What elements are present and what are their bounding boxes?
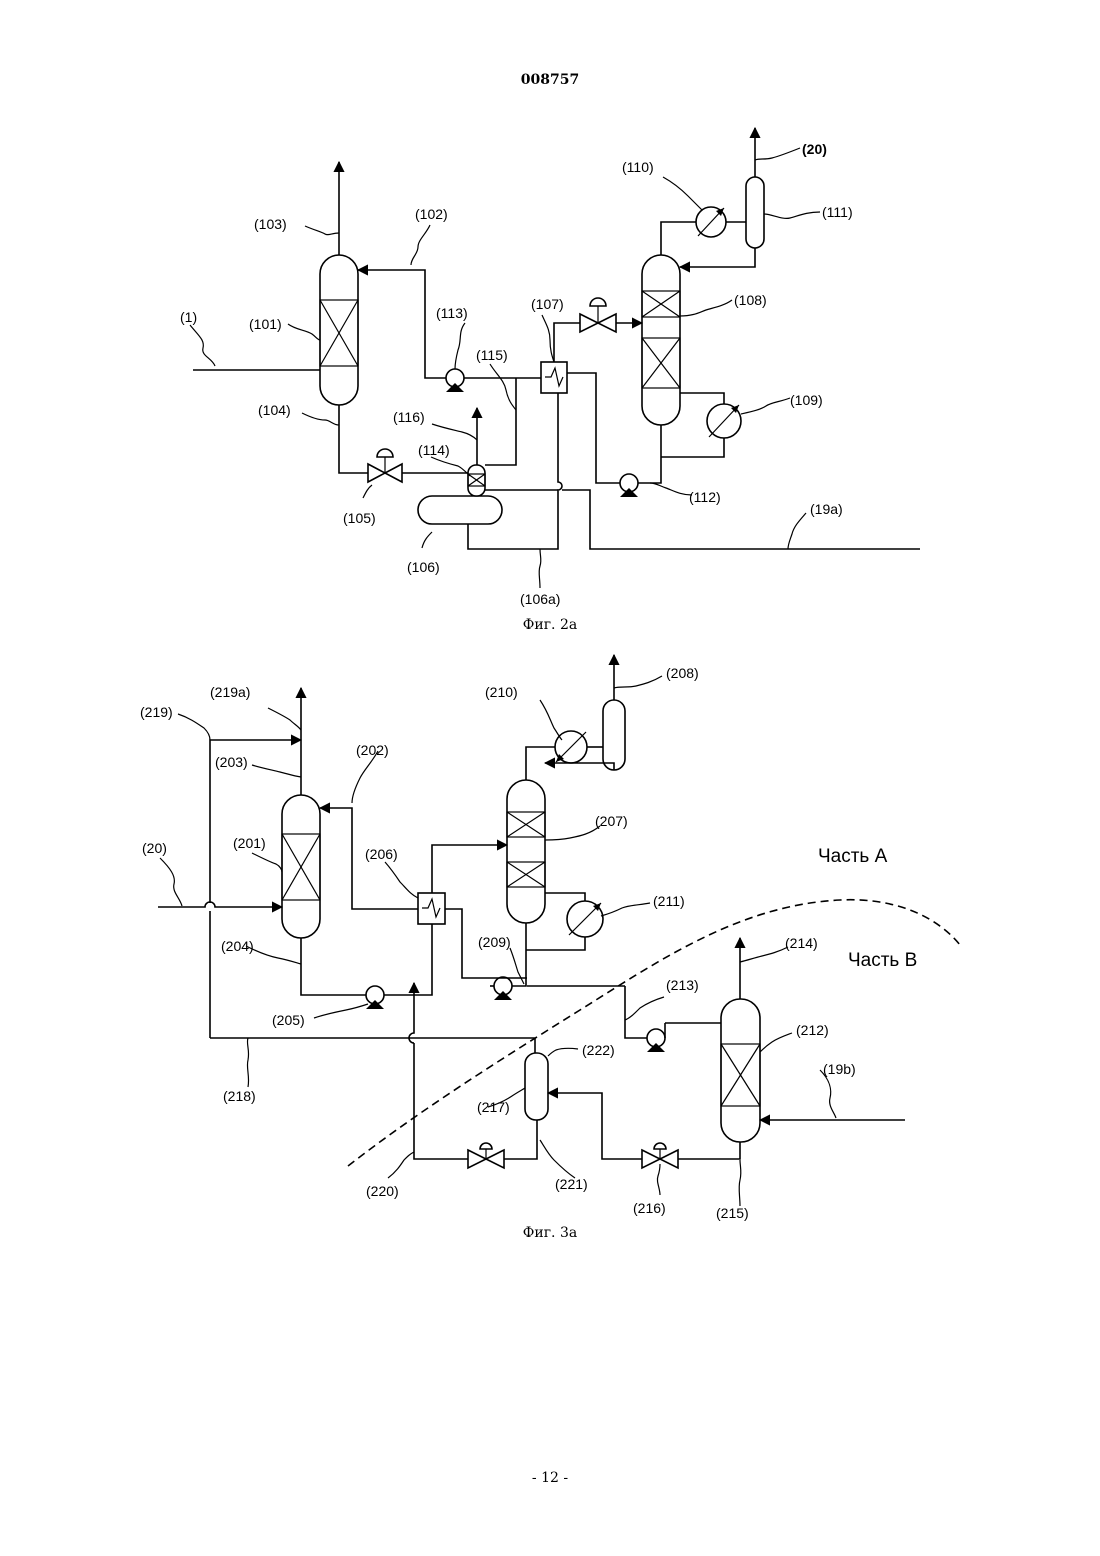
label-110: (110) [622, 159, 654, 175]
label-217: (217) [477, 1099, 510, 1115]
process-lines-2a [193, 128, 920, 549]
label-part-a: Часть А [818, 846, 888, 867]
label-101: (101) [249, 316, 282, 332]
label-102: (102) [415, 206, 448, 222]
figure-2a: (1) (101) (102) (103) (104) (105) (106) … [180, 128, 920, 633]
label-116: (116) [393, 409, 425, 425]
reboiler-211 [567, 901, 603, 937]
label-205: (205) [272, 1012, 305, 1028]
figure-3a: (20) (201) (202) (203) (204) (205) (206)… [140, 655, 960, 1241]
label-112: (112) [689, 489, 721, 505]
label-20-output: (20) [802, 141, 827, 157]
column-207 [507, 780, 545, 923]
label-219a: (219a) [210, 684, 250, 700]
drum-106 [418, 496, 502, 524]
label-203: (203) [215, 754, 248, 770]
label-1: (1) [180, 309, 197, 325]
label-213: (213) [666, 977, 699, 993]
label-218: (218) [223, 1088, 256, 1104]
page-number: - 12 - [532, 1470, 568, 1486]
label-211: (211) [653, 893, 685, 909]
label-214: (214) [785, 935, 818, 951]
label-219: (219) [140, 704, 173, 720]
label-220: (220) [366, 1183, 399, 1199]
condenser-210 [555, 731, 587, 763]
label-114: (114) [418, 442, 450, 458]
label-106: (106) [407, 559, 440, 575]
label-111: (111) [822, 204, 853, 220]
pump-209 [494, 977, 512, 1000]
caption-fig-3a: Фиг. 3а [523, 1225, 577, 1241]
column-212 [721, 999, 760, 1142]
valve-105 [368, 449, 402, 482]
label-106a: (106a) [520, 591, 560, 607]
label-202: (202) [356, 742, 389, 758]
caption-fig-2a: Фиг. 2a [523, 617, 577, 633]
label-107: (107) [531, 296, 564, 312]
pump-213 [647, 1029, 665, 1052]
label-204: (204) [221, 938, 254, 954]
label-216: (216) [633, 1200, 666, 1216]
label-part-b: Часть В [848, 950, 917, 971]
label-115: (115) [476, 347, 508, 363]
heat-exchanger-107 [541, 362, 567, 393]
pump-113 [446, 369, 464, 392]
condenser-110 [696, 207, 726, 237]
label-201: (201) [233, 835, 266, 851]
label-222: (222) [582, 1042, 615, 1058]
label-208: (208) [666, 665, 699, 681]
label-108: (108) [734, 292, 767, 308]
reboiler-109 [707, 404, 741, 438]
drum-217 [525, 1053, 548, 1120]
heat-exchanger-206 [418, 893, 445, 924]
leader-lines-2a [190, 148, 820, 588]
pump-112 [620, 474, 638, 497]
column-201 [282, 795, 320, 938]
column-101 [320, 255, 358, 405]
accumulator-111 [746, 177, 764, 248]
label-206: (206) [365, 846, 398, 862]
label-104: (104) [258, 402, 291, 418]
labels-3a: (20) (201) (202) (203) (204) (205) (206)… [140, 665, 917, 1221]
label-103: (103) [254, 216, 287, 232]
label-207: (207) [595, 813, 628, 829]
label-215: (215) [716, 1205, 749, 1221]
label-113: (113) [436, 305, 468, 321]
label-221: (221) [555, 1176, 588, 1192]
label-209: (209) [478, 934, 511, 950]
label-19a: (19a) [810, 501, 843, 517]
control-valve-2a [580, 298, 616, 332]
column-114 [468, 465, 485, 496]
column-108 [642, 255, 680, 425]
label-20-feed: (20) [142, 840, 167, 856]
label-210: (210) [485, 684, 518, 700]
label-105: (105) [343, 510, 376, 526]
label-109: (109) [790, 392, 823, 408]
pump-205 [366, 986, 384, 1009]
label-212: (212) [796, 1022, 829, 1038]
label-19b: (19b) [823, 1061, 856, 1077]
accumulator-208 [603, 700, 625, 770]
valve-221 [468, 1143, 504, 1168]
document-number: 008757 [521, 72, 579, 88]
